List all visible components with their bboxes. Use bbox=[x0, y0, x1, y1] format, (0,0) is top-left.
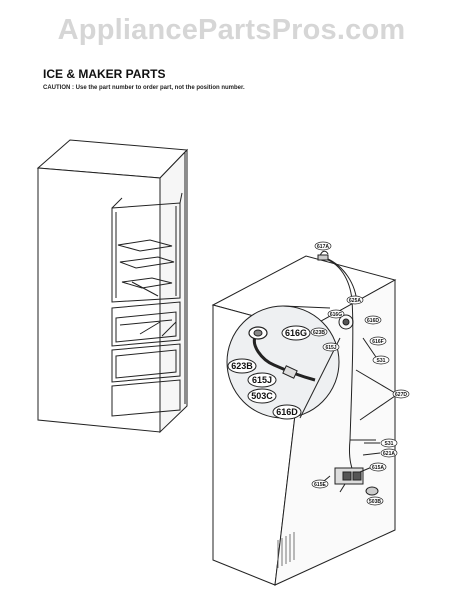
svg-text:615J: 615J bbox=[252, 375, 272, 385]
callout-621A: 621A bbox=[380, 448, 398, 458]
callout-S31-lower: S31 bbox=[380, 438, 398, 448]
svg-text:S31: S31 bbox=[377, 358, 386, 364]
svg-text:615E: 615E bbox=[314, 482, 326, 488]
callout-627D: 627D bbox=[392, 389, 410, 399]
svg-text:616D: 616D bbox=[367, 318, 379, 324]
callout-617A: 617A bbox=[314, 241, 332, 251]
callout-616F: 616F bbox=[369, 336, 387, 346]
svg-text:616F: 616F bbox=[372, 339, 383, 345]
callout-615J-small: 615J bbox=[322, 342, 340, 352]
caution-note: CAUTION : Use the part number to order p… bbox=[43, 85, 245, 91]
callout-625A: 625A bbox=[346, 295, 364, 305]
svg-text:623B: 623B bbox=[313, 330, 325, 336]
svg-text:617A: 617A bbox=[317, 244, 329, 250]
svg-text:623B: 623B bbox=[231, 361, 253, 371]
callout-615J-large: 615J bbox=[247, 372, 277, 388]
svg-text:625A: 625A bbox=[349, 298, 361, 304]
svg-text:503B: 503B bbox=[369, 499, 381, 505]
refrigerator-front-view bbox=[36, 139, 189, 434]
refrigerator-rear-view bbox=[211, 250, 397, 586]
page-title: ICE & MAKER PARTS bbox=[43, 67, 166, 81]
callout-623B-small: 623B bbox=[310, 327, 328, 337]
callout-S31-upper: S31 bbox=[372, 355, 390, 365]
svg-text:621A: 621A bbox=[383, 451, 395, 457]
svg-text:616G: 616G bbox=[285, 328, 307, 338]
callout-503B: 503B bbox=[366, 496, 384, 506]
callout-616G-large: 616G bbox=[281, 325, 311, 341]
svg-text:503C: 503C bbox=[251, 391, 273, 401]
callout-616G-small: 616G bbox=[327, 309, 345, 319]
callouts-large: 616G 623B 615J 503C 616D bbox=[227, 325, 311, 420]
callouts-small: 617A 625A 616G 616D 623B 615J 616F S31 bbox=[310, 241, 410, 506]
callout-615A: 615A bbox=[369, 462, 387, 472]
callout-503C-large: 503C bbox=[247, 388, 277, 404]
svg-text:616G: 616G bbox=[330, 312, 342, 318]
svg-text:S31: S31 bbox=[385, 441, 394, 447]
svg-text:615J: 615J bbox=[325, 345, 336, 351]
svg-text:615A: 615A bbox=[372, 465, 384, 471]
callout-616D-large: 616D bbox=[272, 404, 302, 420]
callout-616D-small: 616D bbox=[364, 315, 382, 325]
watermark: AppliancePartsPros.com bbox=[57, 14, 406, 46]
svg-text:616D: 616D bbox=[276, 407, 298, 417]
callout-615E: 615E bbox=[311, 479, 329, 489]
callout-623B-large: 623B bbox=[227, 358, 257, 374]
svg-text:627D: 627D bbox=[395, 392, 407, 398]
